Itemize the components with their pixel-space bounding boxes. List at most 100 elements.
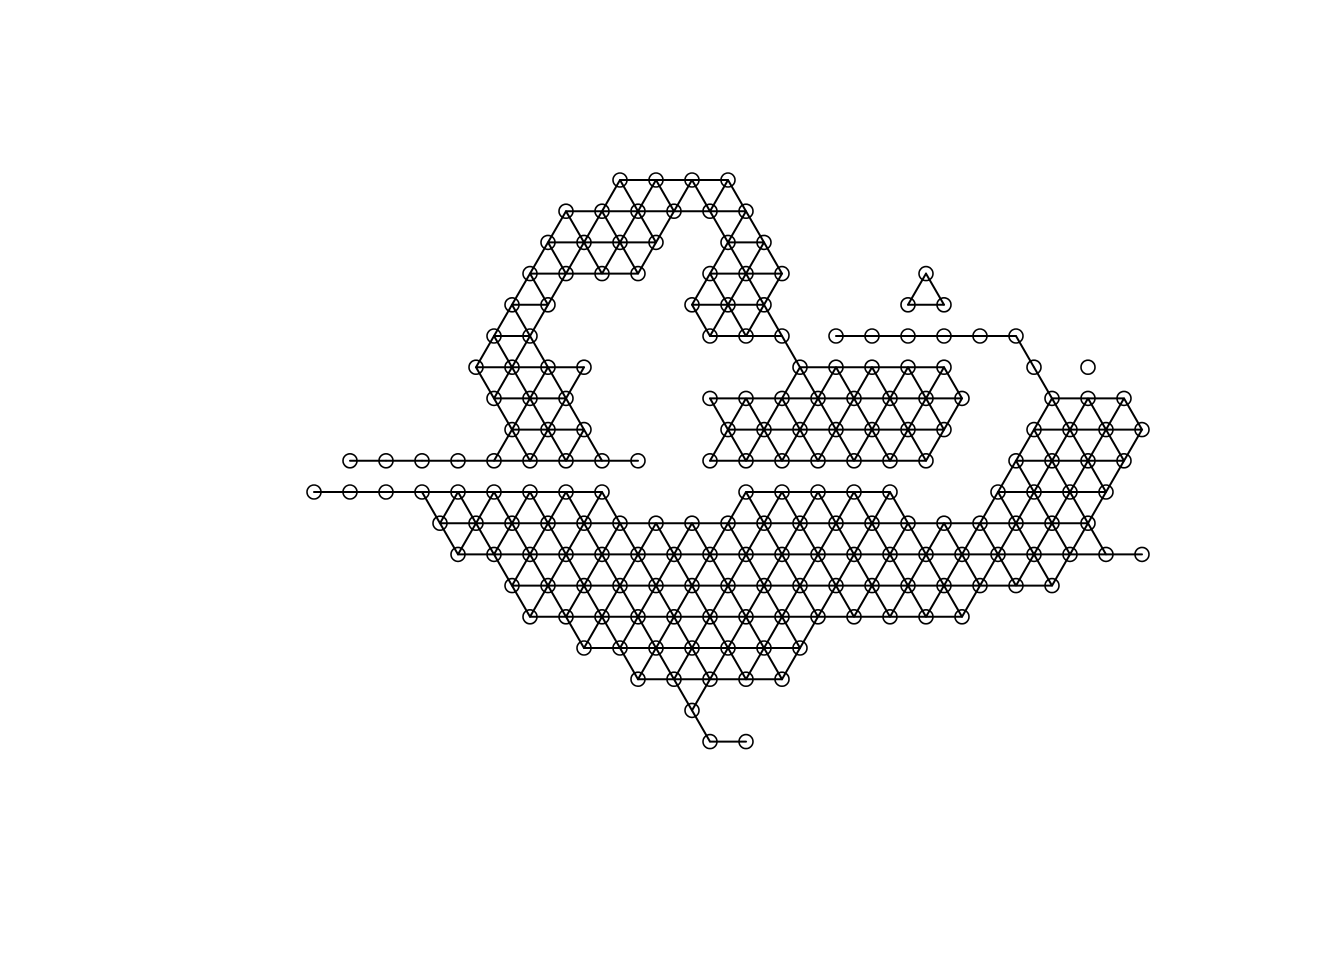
- graph-edge: [691, 615, 711, 649]
- graph-edge: [529, 553, 549, 587]
- graph-edge: [529, 366, 549, 400]
- graph-edge: [709, 210, 729, 244]
- graph-node: [702, 328, 718, 344]
- graph-edge: [565, 491, 585, 525]
- graph-edge: [691, 272, 711, 306]
- graph-node: [1080, 452, 1096, 469]
- graph-node: [612, 172, 628, 188]
- graph-node: [1026, 421, 1042, 438]
- graph-edge: [889, 553, 909, 587]
- graph-edge: [565, 584, 585, 618]
- graph-edge: [1087, 397, 1107, 431]
- graph-edge: [907, 366, 927, 400]
- graph-edge: [1051, 522, 1071, 556]
- graph-node: [504, 421, 520, 438]
- graph-node: [810, 390, 826, 407]
- graph-edge: [637, 584, 657, 618]
- graph-edge: [979, 553, 999, 587]
- graph-edge: [529, 303, 549, 337]
- graph-edge: [853, 584, 873, 618]
- graph-edge: [619, 584, 639, 618]
- graph-node: [756, 515, 772, 532]
- graph-edge: [673, 553, 693, 587]
- graph-edge: [565, 428, 585, 462]
- graph-node: [612, 515, 628, 532]
- graph-edge: [1015, 491, 1035, 525]
- graph-edge: [1087, 428, 1107, 462]
- graph-edge: [619, 647, 639, 681]
- graph-edge: [709, 397, 729, 431]
- graph-node: [558, 484, 574, 500]
- graph-node: [792, 640, 808, 656]
- graph-node: [918, 546, 934, 563]
- graph-edge: [817, 522, 837, 556]
- graph-node: [540, 234, 556, 251]
- graph-edge: [961, 522, 981, 556]
- graph-node: [576, 640, 592, 656]
- graph-edge: [727, 303, 747, 337]
- graph-node: [792, 421, 808, 438]
- graph-node: [792, 359, 808, 376]
- graph-edge: [637, 522, 657, 556]
- graph-edge: [853, 397, 873, 431]
- graph-edge: [997, 459, 1017, 493]
- graph-edge: [799, 522, 819, 556]
- graph-edge: [475, 522, 495, 556]
- graph-node: [990, 546, 1006, 563]
- graph-edge: [565, 553, 585, 587]
- graph-edge: [493, 397, 513, 431]
- graph-edge: [1123, 428, 1143, 462]
- graph-edge: [745, 491, 765, 525]
- graph-node: [846, 390, 862, 407]
- graph-edge: [871, 428, 891, 462]
- graph-edge: [799, 491, 819, 525]
- graph-node: [522, 608, 538, 625]
- graph-node: [684, 640, 700, 656]
- graph-edge: [817, 584, 837, 618]
- graph-node: [774, 452, 790, 469]
- graph-node: [756, 577, 772, 594]
- graph-node: [792, 515, 808, 532]
- graph-node: [702, 608, 718, 625]
- graph-edge: [547, 241, 567, 275]
- graph-edge: [1015, 428, 1035, 462]
- graph-edge: [907, 272, 927, 306]
- graph-edge: [727, 241, 747, 275]
- graph-edge: [673, 179, 693, 213]
- graph-edge: [619, 179, 639, 213]
- graph-node: [450, 452, 466, 469]
- graph-node: [774, 671, 790, 688]
- graph-edge: [889, 584, 909, 618]
- graph-node: [1044, 390, 1060, 407]
- graph-node: [1008, 328, 1024, 344]
- graph-edge: [745, 272, 765, 306]
- graph-edge: [871, 491, 891, 525]
- graph-edge: [529, 522, 549, 556]
- graph-edge: [763, 615, 783, 649]
- graph-node: [684, 172, 700, 188]
- graph-edge: [979, 491, 999, 525]
- graph-edge: [763, 397, 783, 431]
- graph-edge: [547, 397, 567, 431]
- graph-edge: [547, 584, 567, 618]
- graph-node: [630, 203, 646, 219]
- graph-edge: [745, 615, 765, 649]
- graph-edge: [691, 647, 711, 681]
- graph-node: [378, 484, 394, 500]
- graph-node: [486, 390, 502, 407]
- graph-edge: [601, 241, 621, 275]
- graph-edge: [943, 553, 963, 587]
- graph-edge: [655, 210, 675, 244]
- graph-edge: [835, 397, 855, 431]
- graph-edge: [601, 553, 621, 587]
- graph-edge: [745, 522, 765, 556]
- graph-edge: [673, 615, 693, 649]
- graph-edge: [799, 397, 819, 431]
- graph-node: [558, 452, 574, 469]
- graph-edge: [583, 615, 603, 649]
- graph-node: [774, 265, 790, 282]
- graph-edge: [925, 584, 945, 618]
- graph-edge: [1123, 397, 1143, 431]
- graph-edge: [763, 553, 783, 587]
- graph-edge: [601, 615, 621, 649]
